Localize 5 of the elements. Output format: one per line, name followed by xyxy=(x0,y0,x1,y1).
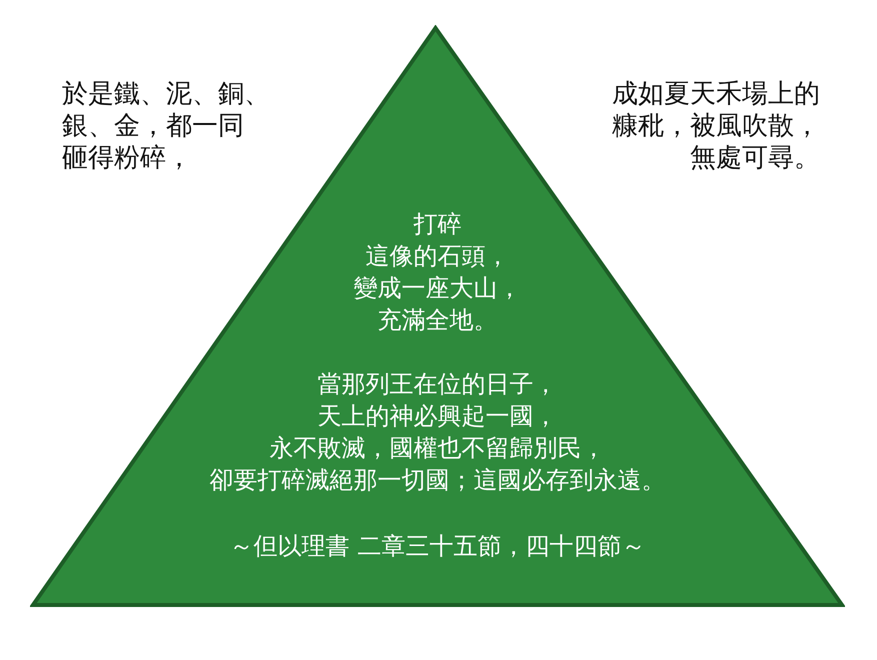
verse-text: 當那列王在位的日子，天上的神必興起一國，永不敗滅，國權也不留歸別民，卻要打碎滅絕那一切國；這國必存到永遠。 xyxy=(210,369,666,496)
verse-text: 於是鐵、泥、銅、銀、金，都一同砸得粉碎， xyxy=(62,78,270,174)
scripture-reference: ～但以理書 二章三十五節，四十四節～ xyxy=(230,531,646,562)
verse-text: 成如夏天禾場上的糠秕，被風吹散，無處可尋。 xyxy=(612,78,820,174)
verse-text: 打碎這像的石頭，變成一座大山，充滿全地。 xyxy=(354,209,522,336)
